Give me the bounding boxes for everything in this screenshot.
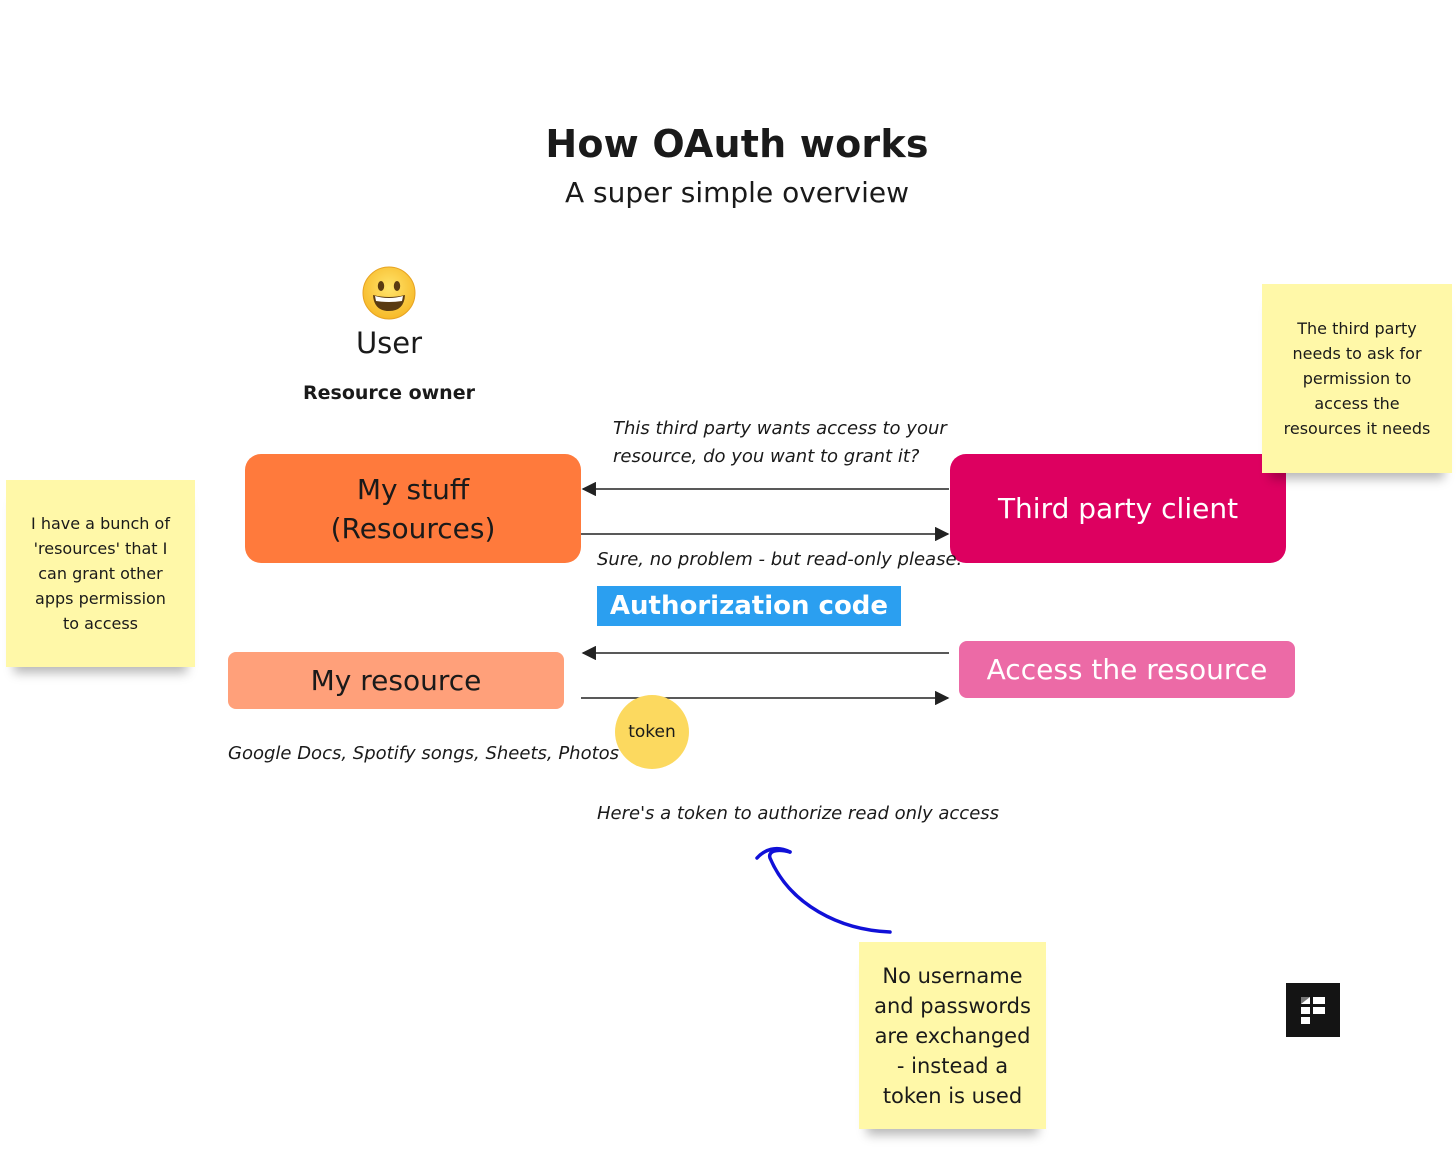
access-resource-box: Access the resource [959, 641, 1295, 698]
app-logo-icon [1286, 983, 1340, 1037]
authorization-code-label: Authorization code [597, 586, 901, 626]
grinning-face-icon [362, 266, 416, 320]
token-badge: token [615, 695, 689, 769]
resource-owner-label: Resource owner [303, 382, 475, 404]
hand-drawn-arrow [767, 848, 892, 934]
diagram-subtitle: A super simple overview [564, 176, 910, 209]
token-message: Here's a token to authorize read only ac… [597, 803, 1000, 824]
reply-message: Sure, no problem - but read-only please. [597, 549, 963, 570]
my-stuff-box: My stuff (Resources) [245, 454, 581, 563]
resource-examples: Google Docs, Spotify songs, Sheets, Phot… [228, 743, 620, 764]
third-party-client-box: Third party client [950, 454, 1286, 563]
sticky-note-bottom: No username and passwords are exchanged … [859, 942, 1046, 1129]
sticky-note-right: The third party needs to ask for permiss… [1262, 284, 1452, 473]
user-label: User [355, 326, 423, 360]
sticky-note-left: I have a bunch of 'resources' that I can… [6, 480, 195, 667]
hand-drawn-arrow-head [755, 846, 792, 860]
my-resource-box: My resource [228, 652, 564, 709]
diagram-title: How OAuth works [545, 122, 929, 166]
request-message: This third party wants access to your re… [613, 418, 947, 467]
